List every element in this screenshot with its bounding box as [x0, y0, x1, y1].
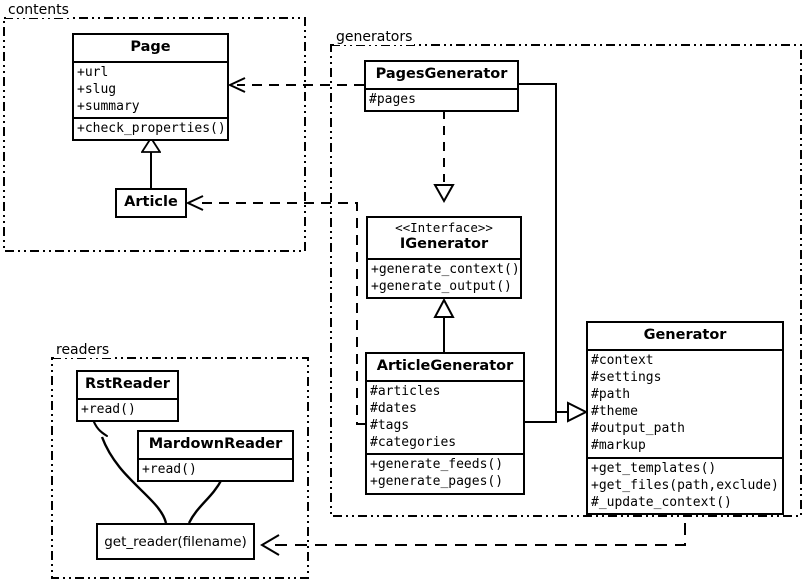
- class-box-generator[interactable]: Generator #context #settings #path #them…: [586, 321, 784, 516]
- arrowhead-igenerator-from-pagesgenerator: [433, 184, 455, 204]
- function-box-get-reader[interactable]: get_reader(filename): [96, 523, 255, 560]
- class-name-igenerator: IGenerator: [399, 236, 489, 253]
- edge-pagesgenerator-to-generator: [519, 83, 568, 413]
- class-name-rstreader: RstReader: [85, 376, 170, 392]
- class-operations-articlegenerator: +generate_feeds() +generate_pages(): [367, 453, 523, 492]
- class-attributes-generator: #context #settings #path #theme #output_…: [588, 348, 782, 457]
- package-label-generators: generators: [334, 29, 415, 45]
- class-box-igenerator[interactable]: <<Interface>> IGenerator +generate_conte…: [366, 216, 522, 300]
- operation: +get_templates(): [591, 460, 717, 476]
- operation: +read(): [142, 461, 197, 477]
- arrowhead-igenerator-from-articlegenerator: [433, 297, 455, 318]
- arrowhead-article-dependency: [185, 195, 204, 211]
- class-box-articlegenerator[interactable]: ArticleGenerator #articles #dates #tags …: [365, 352, 525, 495]
- attribute: #categories: [370, 435, 457, 451]
- class-name-articlegenerator: ArticleGenerator: [376, 358, 514, 374]
- attribute: #output_path: [591, 421, 685, 437]
- attribute: #markup: [591, 438, 646, 454]
- class-name-mardownreader: MardownReader: [148, 436, 283, 452]
- class-operations-generator: +get_templates() +get_files(path,exclude…: [588, 456, 782, 513]
- class-name-generator: Generator: [643, 327, 727, 343]
- operation: +generate_output(): [371, 279, 512, 295]
- attribute: #tags: [370, 417, 410, 433]
- class-operations-mardownreader: +read(): [139, 457, 292, 480]
- class-attributes-page: +url +slug +summary: [74, 60, 227, 117]
- class-box-article[interactable]: Article: [115, 188, 187, 218]
- edge-get_reader-to-mardownreader: [187, 478, 224, 524]
- operation: +generate_feeds(): [370, 457, 504, 473]
- attribute: #pages: [369, 91, 416, 107]
- operation: +get_files(path,exclude): [591, 477, 779, 493]
- class-box-page[interactable]: Page +url +slug +summary +check_properti…: [72, 33, 229, 142]
- arrowhead-get_reader-dependency: [260, 534, 280, 556]
- operation: +read(): [81, 401, 136, 417]
- attribute: +slug: [77, 81, 117, 97]
- operation: +check_properties(): [77, 121, 226, 137]
- class-box-rstreader[interactable]: RstReader +read(): [76, 370, 179, 422]
- attribute: #path: [591, 386, 631, 402]
- class-box-mardownreader[interactable]: MardownReader +read(): [137, 430, 294, 482]
- function-label-get-reader: get_reader(filename): [104, 533, 247, 550]
- attribute: #context: [591, 352, 654, 368]
- class-box-pagesgenerator[interactable]: PagesGenerator #pages: [364, 60, 519, 112]
- attribute: +summary: [77, 98, 140, 114]
- attribute: #dates: [370, 400, 417, 416]
- class-stereotype-igenerator: <<Interface>>: [395, 220, 493, 235]
- class-name-page: Page: [130, 39, 171, 55]
- edge-articlegenerator-to-generator: [525, 411, 568, 423]
- arrowhead-page-dependency: [227, 77, 246, 93]
- edge-articlegenerator-to-article: [195, 202, 365, 425]
- class-name-pagesgenerator: PagesGenerator: [375, 66, 508, 82]
- package-label-readers: readers: [54, 342, 112, 358]
- operation: #_update_context(): [591, 494, 732, 510]
- class-name-article: Article: [124, 194, 178, 210]
- arrowhead-generator-inheritance: [567, 401, 589, 423]
- attribute: #articles: [370, 383, 441, 399]
- attribute: #settings: [591, 369, 662, 385]
- package-label-contents: contents: [6, 2, 71, 18]
- class-operations-rstreader: +read(): [78, 397, 177, 420]
- class-operations-page: +check_properties(): [74, 117, 227, 139]
- attribute: +url: [77, 64, 109, 80]
- operation: +generate_context(): [371, 262, 520, 278]
- attribute: #theme: [591, 404, 638, 420]
- class-operations-igenerator: +generate_context() +generate_output(): [368, 258, 520, 297]
- class-attributes-articlegenerator: #articles #dates #tags #categories: [367, 379, 523, 454]
- class-attributes-pagesgenerator: #pages: [366, 87, 517, 110]
- operation: +generate_pages(): [370, 474, 504, 490]
